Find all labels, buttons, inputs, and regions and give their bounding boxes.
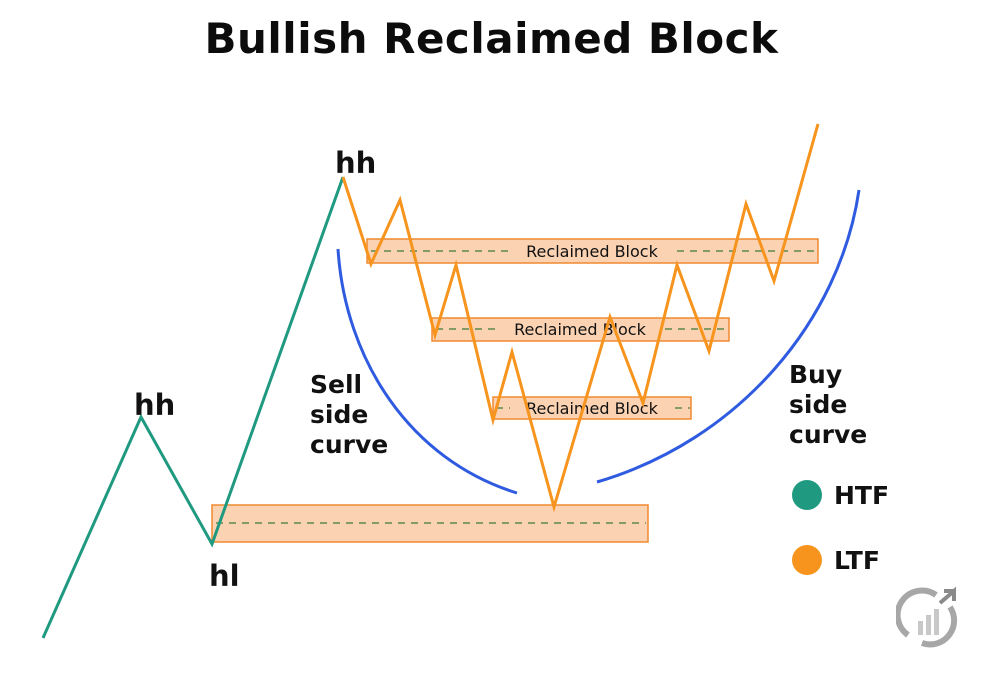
legend-item-htf: HTF bbox=[792, 480, 889, 510]
legend-dot-htf-icon bbox=[792, 480, 822, 510]
buy-side-curve bbox=[596, 189, 861, 484]
chart-growth-logo-icon bbox=[896, 586, 958, 648]
reclaimed-block-upper-label: Reclaimed Block bbox=[526, 242, 658, 261]
buy-side-curve-label-line3: curve bbox=[789, 420, 868, 449]
reclaimed-block-middle-rect bbox=[431, 317, 730, 342]
reclaimed-block-lower: Reclaimed Block bbox=[492, 396, 692, 420]
legend-label-htf: HTF bbox=[834, 480, 890, 510]
sell-side-curve-label-line3: curve bbox=[310, 430, 389, 459]
reclaimed-block-middle: Reclaimed Block bbox=[431, 317, 730, 342]
swing-label-hl: hl bbox=[209, 559, 240, 593]
swing-label-hh-first: hh bbox=[134, 388, 176, 422]
htf-base-block bbox=[211, 504, 649, 543]
sell-side-curve bbox=[336, 248, 518, 495]
buy-side-curve-label-line1: Buy bbox=[789, 360, 843, 389]
sell-side-curve-label-line1: Sell bbox=[310, 370, 363, 399]
buy-side-curve-label: Buy side curve bbox=[789, 360, 867, 450]
buy-side-curve-label-line2: side bbox=[789, 390, 848, 419]
reclaimed-block-middle-label: Reclaimed Block bbox=[514, 320, 646, 339]
sell-side-curve-label: Sell side curve bbox=[310, 370, 388, 460]
htf-price-line bbox=[41, 176, 345, 639]
sell-side-curve-label-line2: side bbox=[310, 400, 369, 429]
swing-label-hh-second: hh bbox=[335, 146, 377, 180]
reclaimed-block-upper: Reclaimed Block bbox=[366, 238, 819, 264]
ltf-price-line bbox=[341, 123, 820, 513]
legend-label-ltf: LTF bbox=[834, 545, 880, 575]
legend-item-ltf: LTF bbox=[792, 545, 880, 575]
reclaimed-block-lower-label: Reclaimed Block bbox=[526, 399, 658, 418]
diagram-title: Bullish Reclaimed Block bbox=[204, 14, 779, 63]
legend-dot-ltf-icon bbox=[792, 545, 822, 575]
